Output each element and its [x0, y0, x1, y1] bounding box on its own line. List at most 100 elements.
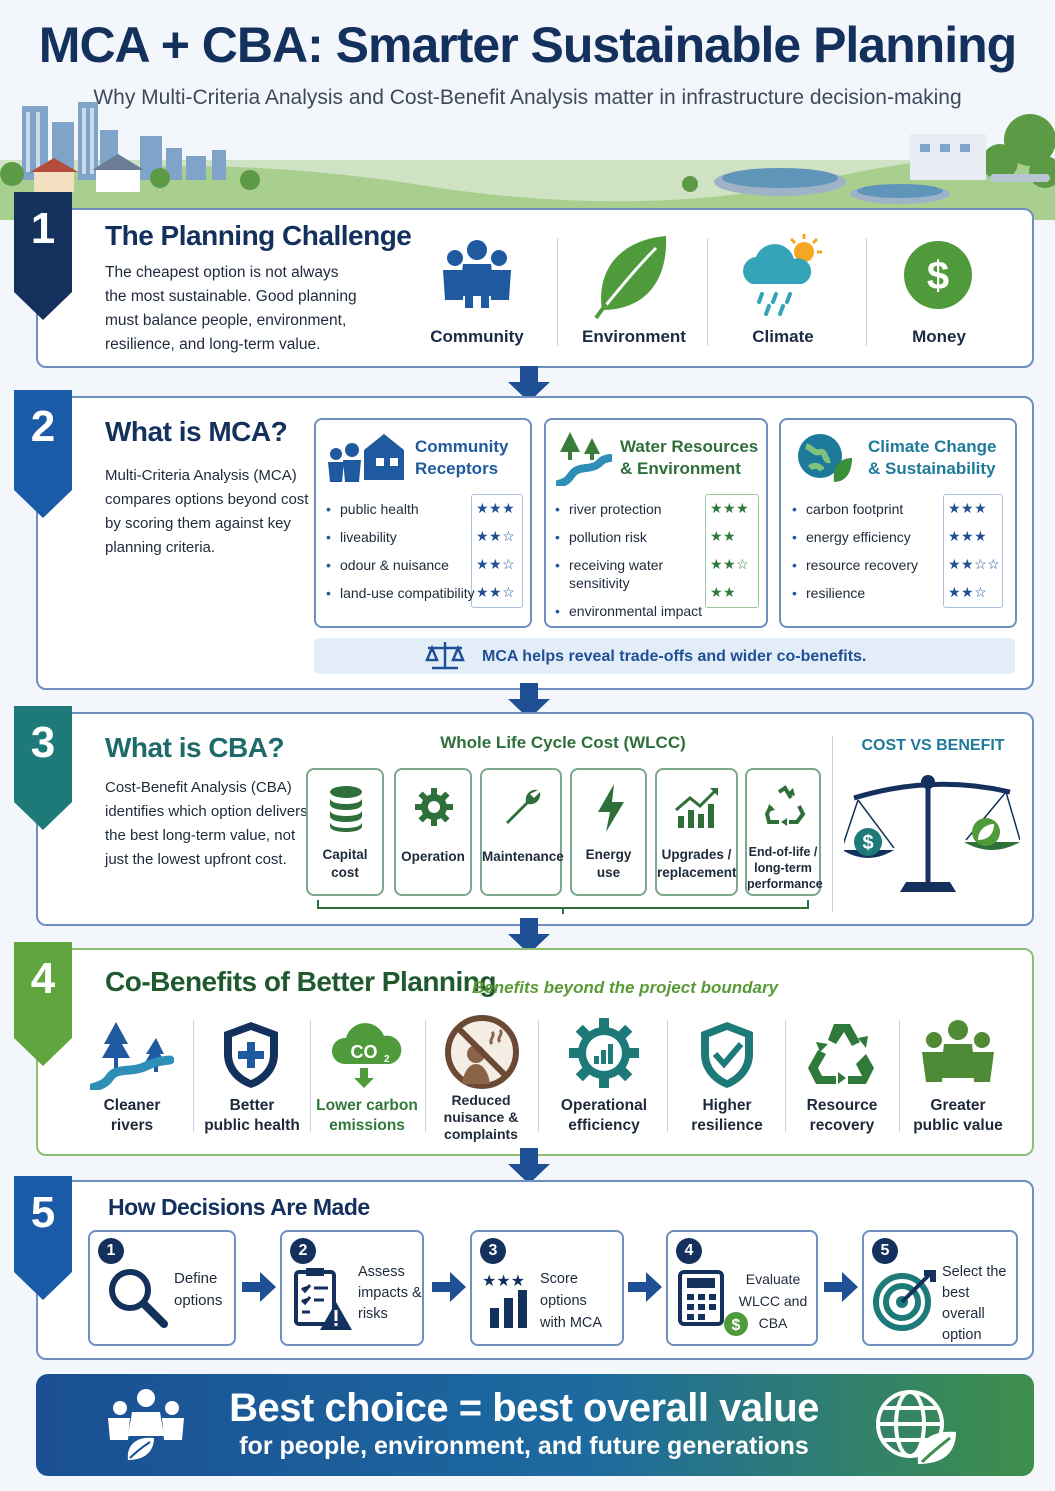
criterion: pollution risk [555, 528, 647, 546]
step-number: 2 [290, 1238, 316, 1264]
star-rating: ★★★ [948, 500, 988, 516]
wrench-icon [506, 789, 541, 824]
section-planning-challenge [36, 208, 1034, 368]
criterion: public health [326, 500, 419, 518]
cloud-rain-icon [743, 234, 822, 316]
down-arrow-icon [508, 366, 550, 402]
section-number-badge: 5 [14, 1176, 72, 1300]
mca-card-title: Climate Change& Sustainability [868, 437, 997, 478]
recycle-icon [764, 785, 806, 826]
section-co-benefits [36, 948, 1034, 1156]
globe-leaf-icon [798, 434, 852, 482]
svg-text:CO: CO [351, 1042, 378, 1062]
river-trees-icon [556, 432, 612, 486]
scale-cost-benefit-icon: $ [844, 775, 1020, 892]
section-title: What is CBA? [105, 732, 285, 763]
target-icon [873, 1270, 936, 1331]
recycle-icon [808, 1024, 874, 1084]
criterion: energy efficiency [792, 528, 911, 546]
wlcc-title: Whole Life Cycle Cost (WLCC) [440, 733, 686, 752]
challenge-label-community: Community [430, 327, 524, 346]
mca-note: MCA helps reveal trade-offs and wider co… [482, 648, 867, 665]
score-box [705, 494, 759, 608]
star-rating: ★★☆ [476, 584, 516, 600]
calculator-dollar-icon: $ [678, 1270, 748, 1336]
right-arrow-icon [432, 1272, 466, 1302]
star-rating: ★★★ [476, 500, 516, 516]
footer-banner [36, 1374, 1034, 1476]
gear-icon [415, 788, 453, 826]
mca-card-water [544, 418, 768, 628]
shield-check-icon [701, 1022, 753, 1088]
section-number-badge: 3 [14, 706, 72, 830]
criterion: land-use compatibility [326, 584, 475, 602]
gear-chart-icon [569, 1018, 639, 1088]
section-text: Cost-Benefit Analysis (CBA)identifies wh… [105, 779, 308, 868]
section-title: How Decisions Are Made [108, 1194, 370, 1220]
people-leaf-icon [108, 1389, 184, 1460]
star-rating: ★★★ [710, 500, 750, 516]
criterion: carbon footprint [792, 500, 903, 518]
divider [707, 238, 708, 346]
criterion: environmental impact [555, 602, 702, 620]
svg-text:$: $ [862, 832, 873, 854]
divider [557, 238, 558, 346]
wlcc-bracket [317, 900, 809, 914]
footer-headline: Best choice = best overall value [229, 1386, 819, 1430]
leaf-icon [594, 236, 667, 320]
criterion: liveability [326, 528, 397, 546]
divider [667, 1020, 668, 1132]
down-arrow-icon [508, 918, 550, 954]
star-rating: ★★☆ [948, 584, 988, 600]
wlcc-item-operation: Operation [394, 768, 472, 896]
star-rating: ★★☆ [476, 528, 516, 544]
dollar-icon: $ [904, 241, 972, 309]
star-rating: ★★☆ [710, 556, 750, 572]
step-number: 1 [98, 1238, 124, 1264]
divider [425, 1020, 426, 1132]
star-rating: ★★ [710, 584, 737, 600]
clipboard-warning-icon [294, 1268, 352, 1330]
svg-text:2: 2 [384, 1054, 390, 1065]
criterion: odour & nuisance [326, 556, 449, 574]
divider [866, 238, 867, 346]
coins-icon [330, 786, 362, 832]
step-number: 5 [872, 1238, 898, 1264]
footer-subline: for people, environment, and future gene… [239, 1432, 809, 1460]
svg-text:★★★: ★★★ [482, 1271, 525, 1290]
magnifier-icon [109, 1269, 168, 1328]
mca-card-title: Water Resources& Environment [620, 437, 759, 478]
divider [193, 1020, 194, 1132]
star-rating: ★★☆ [476, 556, 516, 572]
wlcc-item-upgrades: Upgrades /replacement [655, 768, 738, 896]
no-odour-icon [445, 1015, 519, 1089]
divider [832, 736, 833, 912]
challenge-label-environment: Environment [582, 327, 686, 346]
co2-cloud-icon: CO 2 [331, 1023, 402, 1088]
divider [538, 1020, 539, 1132]
right-arrow-icon [242, 1272, 276, 1302]
challenge-label-climate: Climate [752, 327, 814, 346]
section-number-badge: 4 [14, 942, 72, 1066]
score-box [943, 494, 1003, 608]
down-arrow-icon [508, 683, 550, 719]
page-title: MCA + CBA: Smarter Sustainable Planning [38, 17, 1017, 73]
community-icon [443, 240, 511, 308]
score-box [471, 494, 523, 608]
right-arrow-icon [824, 1272, 858, 1302]
cost-vs-benefit-title: COST VS BENEFIT [861, 737, 1005, 754]
lightning-icon [598, 784, 624, 832]
